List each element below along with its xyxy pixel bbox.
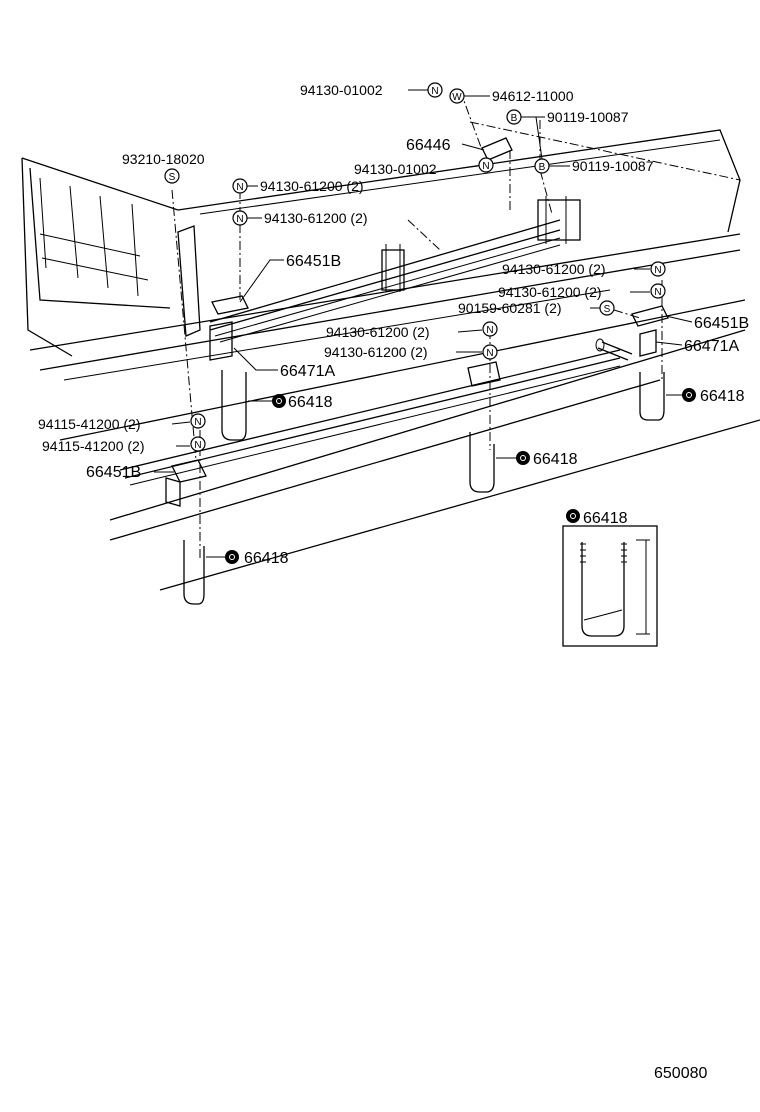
part-number-label: 93210-18020 [122, 151, 205, 167]
symbol-letter: N [482, 161, 489, 172]
callout-c23: 66418 [496, 451, 578, 468]
symbol-letter: N [654, 265, 661, 276]
callout-c7: 93210-18020 S [122, 151, 205, 184]
callout-c17: 94130-61200 (2) N [324, 344, 498, 360]
part-number-label: 66418 [700, 388, 745, 405]
callout-c4: 66446 [406, 137, 485, 154]
callout-c5: 94130-01002 N [354, 157, 494, 177]
figure-code: 650080 [654, 1065, 707, 1082]
symbol-letter: N [194, 440, 201, 451]
nut-symbol-icon [482, 321, 498, 337]
callout-c20: 66418 [666, 388, 745, 405]
callout-c12: 94130-61200 (2) N [498, 283, 666, 300]
part-number-label: 94130-61200 (2) [498, 284, 602, 300]
symbol-letter: N [486, 325, 493, 336]
part-number-label: 66418 [288, 394, 333, 411]
symbol-letter: W [452, 92, 462, 103]
part-number-label: 66471A [684, 338, 739, 355]
u-bolt-inset: 66418 [562, 509, 658, 647]
callout-c2: W 94612-11000 [449, 88, 574, 104]
callout-c6: B 90119-10087 [524, 116, 654, 174]
part-number-label: 94130-61200 (2) [502, 261, 606, 277]
part-number-label: 94130-61200 (2) [326, 324, 430, 340]
part-number-label: 94612-11000 [492, 88, 574, 104]
part-number-label: 66451B [694, 315, 749, 332]
part-number-label: 90119-10087 [572, 158, 654, 174]
callout-c18: 66471A [233, 347, 335, 380]
symbol-letter: S [604, 304, 611, 315]
symbol-letter: N [236, 182, 243, 193]
part-number-label: 94115-41200 (2) [38, 416, 140, 432]
part-number-label: 90119-10087 [547, 109, 629, 125]
callout-c1: 94130-01002 N [300, 82, 443, 98]
callout-c24: 66451B [86, 464, 174, 481]
symbol-letter: N [236, 214, 243, 225]
callout-c19: 66418 [248, 394, 333, 411]
inset-frame [562, 525, 658, 647]
callout-c13: 90159-60281 (2) S [458, 300, 641, 319]
part-number-label: 94130-61200 (2) [324, 344, 428, 360]
symbol-letter: S [169, 172, 176, 183]
part-number-label: 90159-60281 (2) [458, 300, 562, 316]
nut-symbol-icon [427, 82, 443, 98]
part-number-label: 66418 [244, 550, 289, 567]
callout-c11: 94130-61200 (2) N [502, 261, 666, 277]
symbol-letter: B [511, 113, 518, 124]
symbol-letter: N [431, 86, 438, 97]
part-number-label: 66418 [533, 451, 578, 468]
nut-symbol-icon [190, 436, 206, 452]
part-number-label: 66451B [286, 253, 341, 270]
part-number-label: 94130-01002 [300, 82, 383, 98]
part-number-label: 66446 [406, 137, 451, 154]
symbol-letter: B [539, 162, 546, 173]
callout-c21: 94115-41200 (2) N [38, 413, 206, 432]
part-number-label: 94115-41200 (2) [42, 438, 144, 454]
symbol-letter: N [486, 348, 493, 359]
callout-c22: 94115-41200 (2) N [42, 436, 206, 454]
part-number-label: 94130-01002 [354, 161, 437, 177]
nut-symbol-icon [190, 413, 206, 429]
part-number-label: 94130-61200 (2) [260, 178, 364, 194]
stud-symbol-icon [599, 300, 615, 316]
symbol-letter: N [194, 417, 201, 428]
callouts: 94130-01002 N W 94612-11000 B 90119-1008… [38, 82, 749, 567]
callout-c16: 66471A [655, 338, 739, 355]
nut-symbol-icon [478, 157, 494, 173]
stud-symbol-icon [164, 168, 180, 184]
truck-bed-frame [21, 89, 760, 605]
nut-symbol-icon [650, 283, 666, 299]
callout-c25: 66418 [206, 550, 289, 567]
nut-symbol-icon [482, 344, 498, 360]
nut-symbol-icon [650, 261, 666, 277]
callout-c3: B 90119-10087 [506, 109, 629, 125]
callout-c10: 66451B [239, 253, 341, 303]
part-number-label: 66451B [86, 464, 141, 481]
part-number-label: 94130-61200 (2) [264, 210, 368, 226]
callout-c9: N 94130-61200 (2) [232, 210, 368, 226]
callout-c14: 66451B [665, 315, 749, 332]
callout-c15: 94130-61200 (2) N [326, 321, 498, 340]
part-number-label: 66471A [280, 363, 335, 380]
symbol-letter: N [654, 287, 661, 298]
callout-c8: N 94130-61200 (2) [232, 178, 364, 194]
inset-label: 66418 [583, 510, 628, 527]
